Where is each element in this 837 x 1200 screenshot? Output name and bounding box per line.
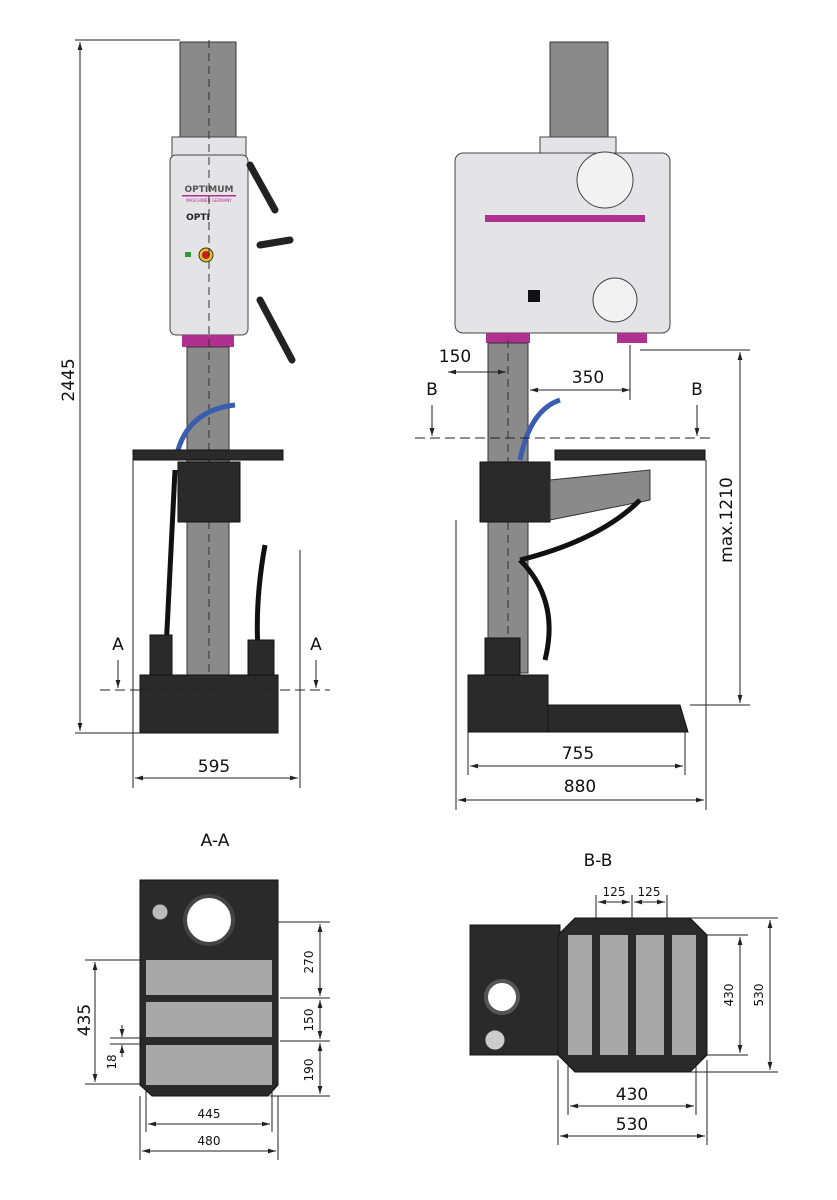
column-collar bbox=[486, 333, 530, 343]
width-value: 595 bbox=[198, 757, 230, 777]
spindle-offset-value: 350 bbox=[572, 368, 604, 388]
column-opening bbox=[183, 894, 235, 946]
dim-190: 190 bbox=[302, 1059, 316, 1082]
table-segment bbox=[636, 935, 664, 1055]
section-marker-a-right: A bbox=[310, 635, 322, 655]
dim-530-vertical: 530 bbox=[752, 984, 766, 1007]
section-a-title: A-A bbox=[201, 831, 230, 851]
column-section bbox=[484, 979, 520, 1015]
motor bbox=[179, 41, 237, 138]
table-segment bbox=[568, 935, 592, 1055]
table-height-value: max.1210 bbox=[717, 477, 737, 563]
section-marker-b-left: B bbox=[426, 380, 438, 400]
model-label: OPTI bbox=[186, 213, 210, 223]
table-bracket bbox=[479, 461, 551, 523]
table-segment bbox=[672, 935, 696, 1055]
section-marker-b-right: B bbox=[691, 380, 703, 400]
side-view: 150 350 max.1210 B B 755 880 bbox=[415, 41, 750, 810]
pump-opening bbox=[151, 903, 169, 921]
coolant-pump bbox=[149, 634, 173, 676]
dim-480: 480 bbox=[198, 1134, 221, 1148]
section-b-title: B-B bbox=[584, 851, 613, 871]
front-view: OPTIMUM MASCHINEN GERMANY OPTI 2445 595 … bbox=[59, 39, 330, 788]
height-value: 2445 bbox=[59, 358, 79, 401]
pump-section bbox=[484, 1029, 506, 1051]
feed-handles bbox=[246, 161, 296, 364]
motor-box bbox=[484, 637, 521, 679]
section-a-a: A-A 270 150 190 435 18 445 480 bbox=[75, 831, 330, 1160]
coolant-hose bbox=[517, 397, 561, 461]
section-marker-a-left: A bbox=[112, 635, 124, 655]
table-bracket bbox=[177, 461, 241, 523]
dim-435: 435 bbox=[75, 1004, 95, 1036]
slot-panel bbox=[146, 1045, 272, 1085]
overall-depth-value: 880 bbox=[564, 777, 596, 797]
table-arm bbox=[549, 469, 651, 521]
dim-270: 270 bbox=[302, 951, 316, 974]
base-front bbox=[467, 674, 549, 733]
column-offset-value: 150 bbox=[439, 347, 471, 367]
feed-dial bbox=[592, 277, 638, 323]
base bbox=[139, 674, 279, 734]
dim-125-right: 125 bbox=[638, 885, 661, 899]
base bbox=[547, 704, 689, 733]
gearhead bbox=[169, 154, 249, 336]
table bbox=[554, 449, 706, 461]
start-button bbox=[185, 252, 191, 257]
motor-box bbox=[247, 639, 275, 681]
dim-150: 150 bbox=[302, 1009, 316, 1032]
slot-panel bbox=[146, 1002, 272, 1037]
section-b-b: B-B 125 125 430 530 430 530 bbox=[469, 851, 778, 1145]
coolant-hose bbox=[175, 402, 236, 451]
dim-18: 18 bbox=[105, 1054, 119, 1069]
dim-445: 445 bbox=[198, 1107, 221, 1121]
dim-125-left: 125 bbox=[603, 885, 626, 899]
dim-530-horizontal: 530 bbox=[616, 1115, 648, 1135]
dim-430-vertical: 430 bbox=[722, 984, 736, 1007]
table bbox=[132, 449, 284, 461]
accent-stripe bbox=[485, 215, 645, 222]
dim-430-horizontal: 430 bbox=[616, 1085, 648, 1105]
brand-stripe bbox=[182, 195, 236, 197]
spindle-collar bbox=[617, 333, 647, 343]
table-segment bbox=[600, 935, 628, 1055]
base-depth-value: 755 bbox=[562, 744, 594, 764]
motor bbox=[549, 41, 609, 138]
gearhead bbox=[454, 152, 671, 334]
emergency-stop-button bbox=[202, 251, 210, 259]
slot-panel bbox=[146, 960, 272, 995]
quill-collar bbox=[182, 335, 234, 347]
cover-circle bbox=[576, 151, 634, 209]
switch-icon bbox=[528, 290, 540, 302]
hose bbox=[518, 498, 642, 661]
